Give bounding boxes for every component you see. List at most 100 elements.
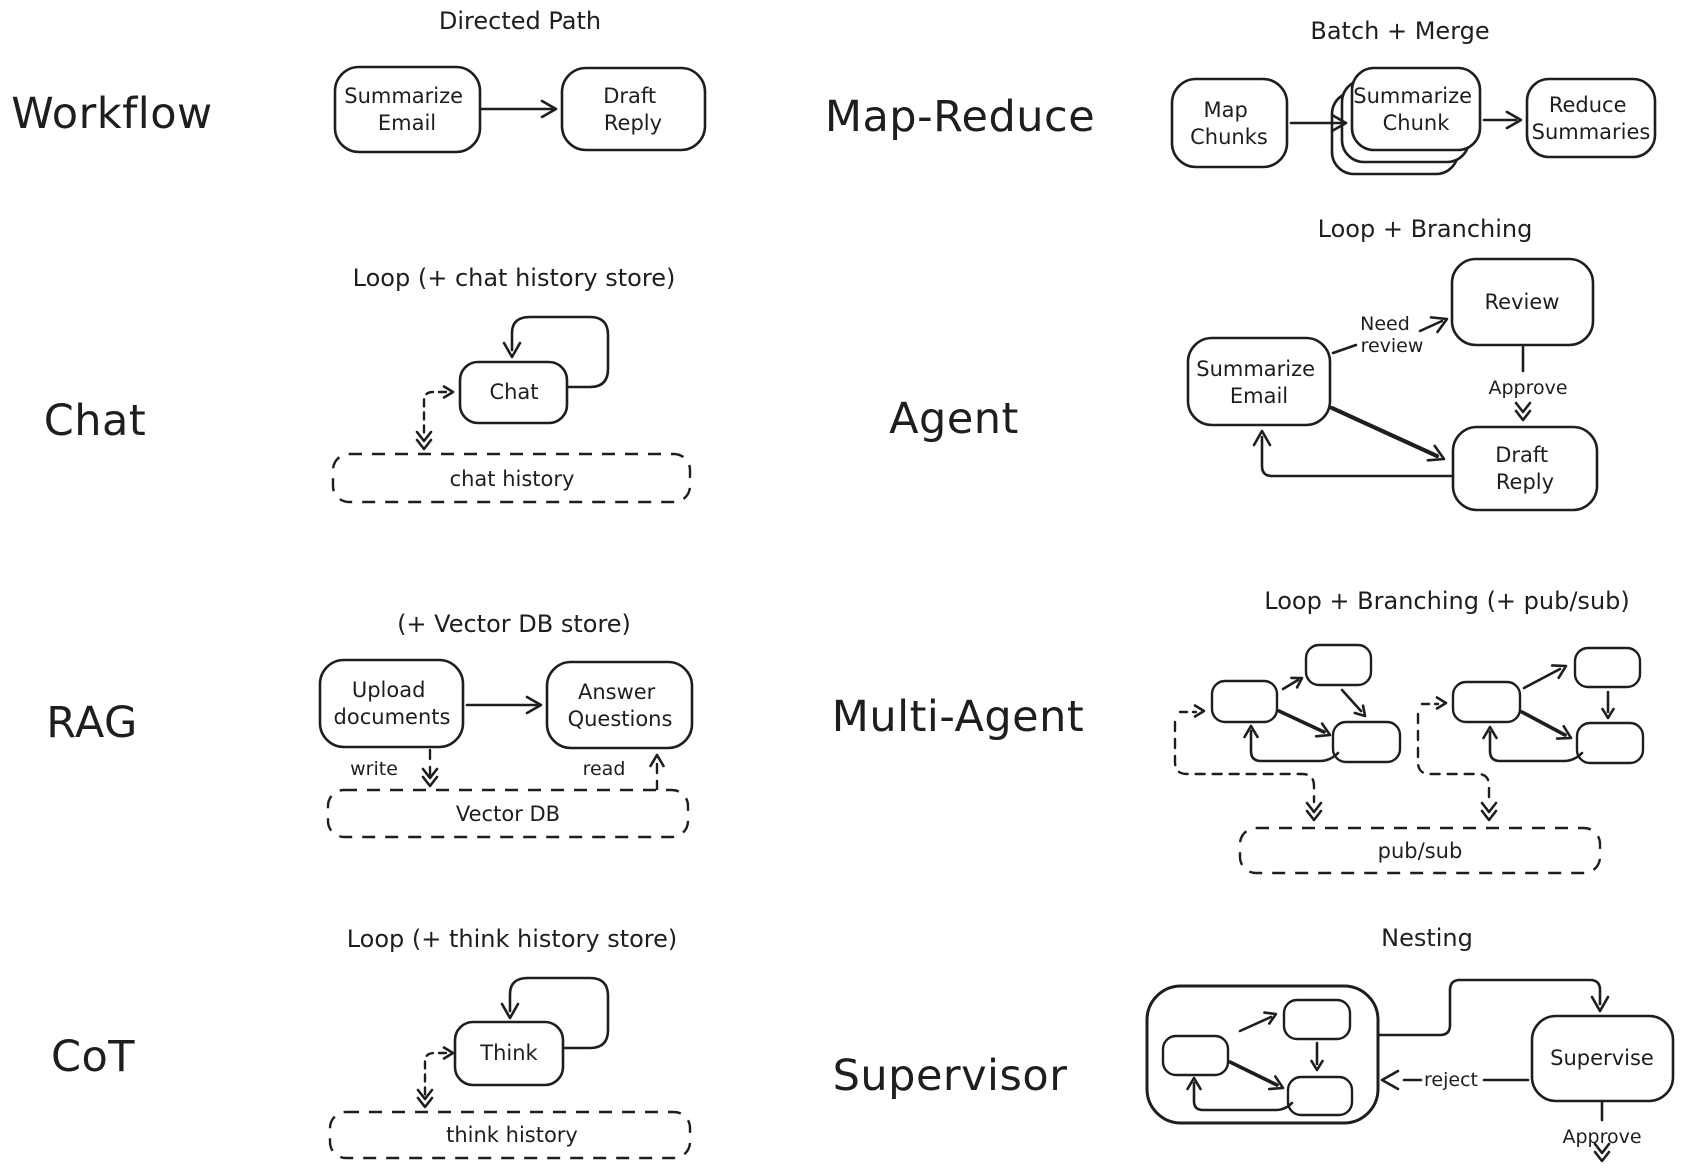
arrowhead [1252,429,1272,447]
node-answer-questions [545,660,694,750]
node-label: Upload documents [334,678,451,729]
edge-line [1238,1015,1273,1033]
node-review [1450,257,1595,347]
node-upload-documents [318,658,465,749]
pattern-title: Loop (+ chat history store) [353,264,676,292]
agent-node [1573,646,1642,689]
arrowhead [1590,995,1610,1013]
section-workflow: Workflow Directed Path Summarize Email D… [11,7,707,154]
node-line: Answer [578,680,656,704]
agent-node [1286,1075,1354,1117]
arrowhead [442,385,455,399]
store-label: Vector DB [456,802,560,826]
chevron-arrowhead [421,767,439,788]
store-chat-history [331,452,692,504]
edge-line [1340,688,1363,713]
loopback-line [1260,435,1455,478]
container-to-supervise-line [1376,978,1602,1037]
agent-node [1451,680,1522,724]
agent-node [1304,643,1373,687]
arrowhead [1314,722,1332,738]
section-label: Chat [44,396,147,446]
node-label: Supervise [1550,1046,1654,1070]
edge-label-write: write [350,758,398,780]
pattern-title: (+ Vector DB store) [397,610,631,638]
node-draft-reply [560,66,707,152]
arrowhead [1290,676,1304,689]
section-map-reduce: Map-Reduce Batch + Merge Map Chunks Summ… [825,17,1657,176]
node-map-chunks [1170,77,1289,169]
pattern-title: Nesting [1381,924,1473,952]
section-label: RAG [46,698,138,748]
store-edge-line [422,390,448,440]
node-summarize-email [1186,336,1332,427]
node-label: Summarize Email [344,84,470,135]
node-line: Chunk [1383,111,1451,135]
edge-line-thick [1277,709,1326,734]
chevron-arrowhead [1514,401,1532,422]
node-reduce-summaries [1525,77,1657,159]
arrowhead [1555,724,1573,740]
edge-label-line: review [1361,335,1424,357]
node-line: Summarize [1196,357,1315,381]
node-label: Map Chunks [1190,98,1268,149]
node-draft-reply [1451,425,1599,512]
section-label: CoT [51,1032,135,1082]
loopback-line [1249,729,1340,763]
node-label: Draft Reply [1495,443,1555,494]
edge-line-thick [1228,1060,1279,1087]
node-line: Chunks [1190,125,1268,149]
node-summarize-chunk [1350,66,1482,152]
store-label: chat history [450,467,575,491]
chevron-arrowhead [1593,1142,1611,1163]
section-label: Multi-Agent [832,692,1084,742]
node-label: Summarize Chunk [1353,84,1479,135]
edge-label-approve: Approve [1488,377,1567,399]
arrowhead [500,1002,520,1020]
arrowhead [1429,316,1449,334]
section-label: Supervisor [833,1051,1068,1101]
node-summarize-email [333,65,482,154]
arrowhead [1505,110,1523,130]
pubsub-edge-line [1416,712,1491,804]
agent-node [1575,721,1645,765]
section-multi-agent: Multi-Agent Loop + Branching (+ pub/sub) [832,587,1645,875]
arrowhead [1267,1075,1285,1091]
node-line: Map [1203,98,1247,122]
pattern-title: Loop (+ think history store) [347,925,678,953]
nested-container [1145,984,1380,1125]
section-supervisor: Supervisor Nesting Supervise reject Appr… [833,924,1675,1163]
store-vector-db [326,788,690,839]
node-line: Summarize [1353,84,1472,108]
node-label: Review [1485,290,1560,314]
arrowhead [1380,1069,1400,1091]
store-edge-line [423,1051,448,1100]
node-line: Draft [1495,443,1548,467]
arrowhead [442,1046,455,1060]
agent-node [1210,679,1279,724]
store-label: think history [446,1123,578,1147]
loopback-line [1488,730,1584,763]
edge-label-reject: reject [1424,1069,1478,1091]
edge-label-line: Need [1360,313,1410,335]
arrowhead [525,695,543,715]
agent-node [1282,998,1352,1041]
node-label: Chat [489,380,538,404]
edge-line-thick [1520,710,1567,737]
node-line: Reduce [1549,93,1627,117]
agent-node [1331,720,1402,764]
node-line: documents [334,705,451,729]
node-label: Think [479,1041,538,1065]
arrowhead [1482,725,1498,740]
section-chat: Chat Loop (+ chat history store) Chat ch… [44,264,692,504]
arrowhead [1186,1076,1202,1091]
node-line: Summaries [1532,120,1651,144]
pattern-title: Loop + Branching [1318,215,1533,243]
node-line: Draft [603,84,656,108]
self-loop-line [510,315,610,389]
arrowhead [1263,1011,1278,1025]
node-line: Email [1230,384,1288,408]
